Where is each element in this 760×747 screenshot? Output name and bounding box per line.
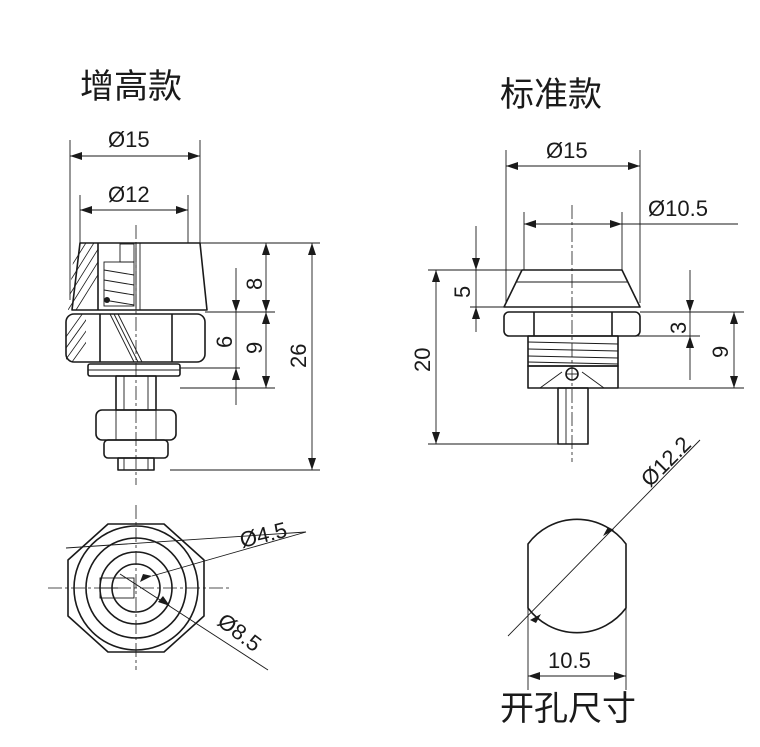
dim-raised-26: 26 xyxy=(286,344,311,368)
raised-dimensions: Ø15 Ø12 8 6 9 26 xyxy=(69,127,320,471)
raised-bottom-view xyxy=(48,505,230,670)
title-cutout: 开孔尺寸 xyxy=(500,689,636,729)
dim-raised-d12: Ø12 xyxy=(108,182,150,207)
dim-cutout-d122: Ø12.2 xyxy=(636,431,696,491)
dim-std-d105: Ø10.5 xyxy=(648,196,708,221)
dim-bottom-d45: Ø4.5 xyxy=(237,517,289,553)
dim-raised-9: 9 xyxy=(242,342,267,354)
title-standard: 标准款 xyxy=(500,75,602,115)
cutout-dimensions: Ø12.2 10.5 xyxy=(507,431,701,690)
dim-cutout-w105: 10.5 xyxy=(548,648,591,673)
raised-side-view xyxy=(65,225,208,485)
dim-std-3: 3 xyxy=(666,322,691,334)
standard-side-view xyxy=(503,205,641,462)
dim-std-d15: Ø15 xyxy=(546,138,588,163)
standard-dimensions: Ø15 Ø10.5 5 20 3 9 xyxy=(410,138,744,445)
dim-std-5: 5 xyxy=(450,286,475,298)
dim-std-9: 9 xyxy=(708,346,733,358)
title-raised: 增高款 xyxy=(80,67,182,107)
dim-raised-6: 6 xyxy=(212,336,237,348)
panel-cutout-view xyxy=(527,518,627,634)
dim-std-20: 20 xyxy=(410,348,435,372)
dim-raised-d15: Ø15 xyxy=(108,127,150,152)
dim-raised-8: 8 xyxy=(242,278,267,290)
dim-bottom-d85: Ø8.5 xyxy=(213,608,266,657)
